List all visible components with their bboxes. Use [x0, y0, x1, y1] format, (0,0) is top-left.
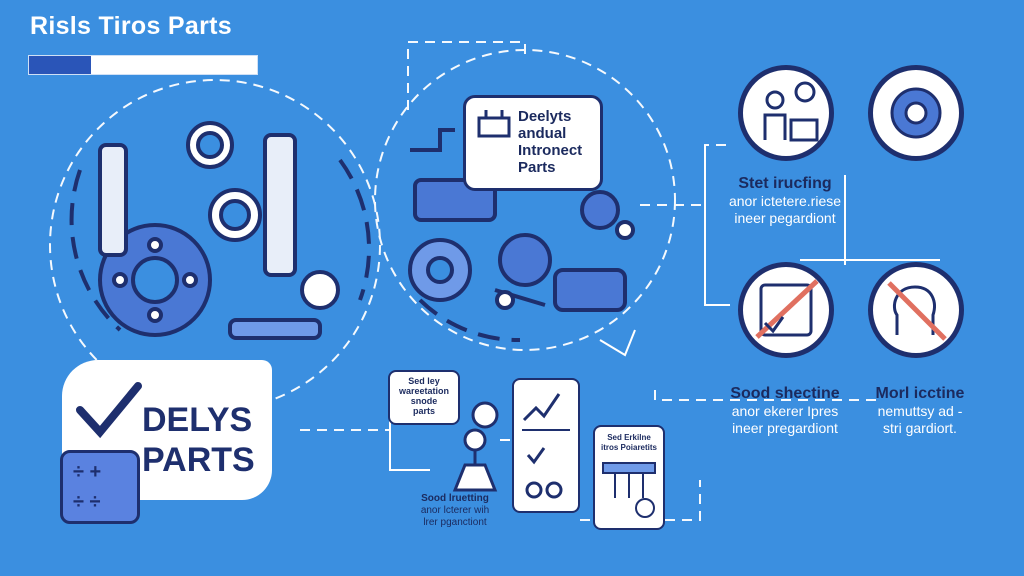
- note-line-4: parts: [412, 406, 435, 416]
- rod-icon: [228, 318, 322, 340]
- assembly-icon: [602, 462, 656, 518]
- robot-arm-icon: [452, 401, 499, 492]
- caption-title: Sood lruetting: [421, 493, 489, 504]
- note-line-1: Sed ley: [408, 376, 440, 386]
- feature-1-title: Stet irucfing: [738, 175, 832, 192]
- progress-bar: [28, 55, 258, 75]
- feature-1-line-2: ineer pegardiont: [734, 210, 836, 226]
- caption-line-2: lrer pganctiont: [423, 517, 487, 528]
- feature-1-line-1: anor ictetere.riese: [728, 193, 842, 209]
- gear-icon: [580, 190, 620, 230]
- gear-icon: [868, 65, 964, 161]
- note-line-2: wareetation: [398, 386, 449, 396]
- gear-icon: [186, 121, 234, 169]
- bubble-line-3: Intronect: [518, 142, 583, 159]
- caption-line-1: anor lcterer wih: [420, 505, 490, 516]
- checkmark-icon: [76, 382, 142, 439]
- chart-card: [512, 378, 580, 513]
- engine-icon: [477, 110, 511, 138]
- gear-icon: [498, 233, 552, 287]
- feature-2-line-2: ineer pregardiont: [732, 420, 838, 436]
- badge-line-2: PARTS: [142, 441, 255, 479]
- feature-3-line-2: stri gardiort.: [883, 420, 957, 436]
- feature-2-line-1: anor ekerer Ipres: [731, 403, 839, 419]
- gear-icon: [208, 188, 262, 242]
- speech-bubble: Deelyts andual Intronect Parts: [463, 95, 603, 191]
- card-line-2: itros Poiaretits: [600, 443, 657, 452]
- note-line-3: snode: [410, 396, 438, 406]
- plate-icon: [553, 268, 627, 312]
- large-gear-icon: [98, 223, 212, 337]
- feature-3-title: Morl icctine: [875, 385, 965, 402]
- progress-fill: [29, 56, 91, 74]
- bubble-line-2: andual: [518, 125, 567, 142]
- feature-3-line-1: nemuttsy ad -: [877, 403, 963, 419]
- checklist-icon: [738, 262, 834, 358]
- head-profile-icon: [868, 262, 964, 358]
- trend-chart-icon: [522, 393, 570, 499]
- page-title: Risls Tiros Parts: [30, 12, 232, 40]
- pipe-icon: [410, 128, 455, 152]
- feature-2-title: Sood shectine: [730, 385, 840, 402]
- calculator-icon: ÷ + ÷ ÷: [60, 450, 140, 524]
- note-card: Sed ley wareetation snode parts: [388, 370, 460, 425]
- badge-line-1: DELYS: [142, 401, 253, 439]
- worker-icon: [738, 65, 834, 161]
- bubble-line-1: Deelyts: [518, 108, 572, 125]
- bubble-line-4: Parts: [518, 159, 556, 176]
- card-line-1: Sed Erkilne: [607, 433, 651, 442]
- parts-cluster-left: [98, 121, 340, 340]
- valve-icon: [263, 133, 297, 277]
- detail-card: Sed Erkilne itros Poiaretits: [593, 425, 665, 530]
- piston-icon: [98, 143, 128, 257]
